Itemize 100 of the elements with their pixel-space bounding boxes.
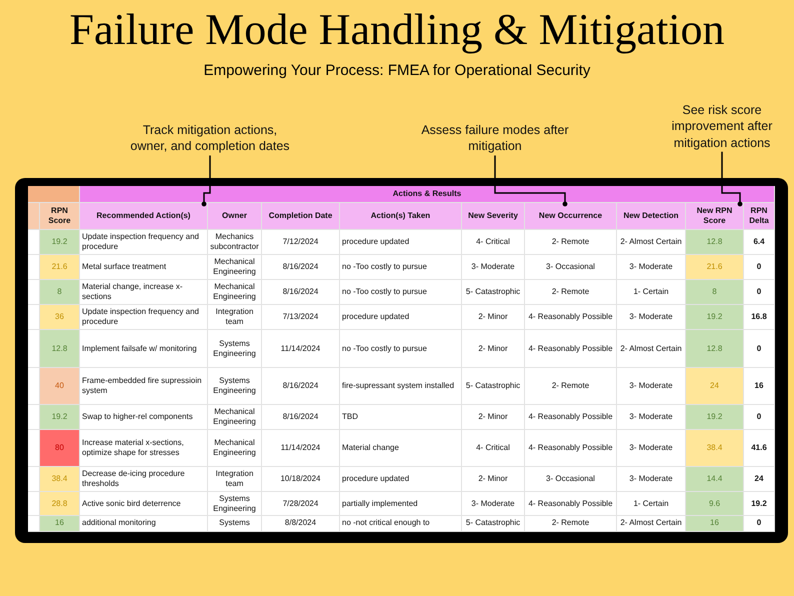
table-cell: additional monitoring: [80, 516, 208, 532]
column-header: Action(s) Taken: [340, 203, 462, 230]
subtitle: Empowering Your Process: FMEA for Operational Security: [202, 62, 592, 79]
leader-line: [721, 152, 742, 206]
table-cell: 4- Critical: [462, 430, 525, 467]
table-cell: 41.6: [744, 430, 775, 467]
score-cell: 24: [686, 368, 744, 405]
table-cell: 2- Remote: [525, 516, 617, 532]
table-cell: Mechanical Engineering: [208, 405, 262, 430]
table-cell: 8/16/2024: [262, 368, 340, 405]
callout-text: See risk score improvement after mitigation actions: [660, 102, 784, 151]
table-cell: 5- Catastrophic: [462, 368, 525, 405]
table-cell: 0: [744, 280, 775, 305]
table-cell: Systems Engineering: [208, 330, 262, 368]
table-cell: 11/14/2024: [262, 330, 340, 368]
table-cell: 8/16/2024: [262, 255, 340, 280]
score-cell: 40: [40, 368, 80, 405]
table-cell: Update inspection frequency and procedure: [80, 305, 208, 330]
table-cell: 24: [744, 467, 775, 492]
table-cell: 4- Critical: [462, 230, 525, 255]
table-cell: 2- Minor: [462, 330, 525, 368]
table-cell: no -not critical enough to: [340, 516, 462, 532]
table-cell: 5- Catastrophic: [462, 280, 525, 305]
score-cell: 8: [40, 280, 80, 305]
score-cell: 16: [40, 516, 80, 532]
table-cell: no -Too costly to pursue: [340, 255, 462, 280]
table-cell: Metal surface treatment: [80, 255, 208, 280]
score-cell: 8: [686, 280, 744, 305]
table-cell: 2- Remote: [525, 368, 617, 405]
table-cell: 0: [744, 330, 775, 368]
table-cell: 5- Catastrophic: [462, 516, 525, 532]
score-cell: 38.4: [40, 467, 80, 492]
table-cell: 3- Moderate: [462, 255, 525, 280]
score-cell: 38.4: [686, 430, 744, 467]
table-cell: 11/14/2024: [262, 430, 340, 467]
table-cell: 2- Minor: [462, 467, 525, 492]
table-cell: Systems: [208, 516, 262, 532]
score-cell: 36: [40, 305, 80, 330]
callout-text: Track mitigation actions, owner, and completion dates: [125, 122, 295, 154]
table-cell: 8/16/2024: [262, 405, 340, 430]
table-cell: 4- Reasonably Possible: [525, 305, 617, 330]
callout-text: Assess failure modes after mitigation: [420, 122, 570, 154]
table-cell: 0: [744, 516, 775, 532]
column-header: RPN Score: [40, 203, 80, 230]
table-cell: 2- Minor: [462, 405, 525, 430]
column-header: Recommended Action(s): [80, 203, 208, 230]
table-cell: 4- Reasonably Possible: [525, 405, 617, 430]
table-cell: Systems Engineering: [208, 368, 262, 405]
score-cell: 19.2: [686, 405, 744, 430]
table-cell: Integration team: [208, 467, 262, 492]
table-cell: 3- Occasional: [525, 467, 617, 492]
table-cell: Mechanics subcontractor: [208, 230, 262, 255]
table-cell: 2- Remote: [525, 280, 617, 305]
score-cell: 21.6: [40, 255, 80, 280]
score-cell: 14.4: [686, 467, 744, 492]
score-cell: 19.2: [40, 405, 80, 430]
table-cell: 2- Minor: [462, 305, 525, 330]
table-cell: Implement failsafe w/ monitoring: [80, 330, 208, 368]
table-cell: Mechanical Engineering: [208, 430, 262, 467]
score-cell: 12.8: [686, 230, 744, 255]
table-cell: Frame-embedded fire supressioin system: [80, 368, 208, 405]
table-cell: 4- Reasonably Possible: [525, 430, 617, 467]
score-cell: 9.6: [686, 492, 744, 516]
table-cell: Material change, increase x-sections: [80, 280, 208, 305]
table-cell: TBD: [340, 405, 462, 430]
table-cell: 16.8: [744, 305, 775, 330]
leader-line: [494, 156, 568, 206]
table-cell: Active sonic bird deterrence: [80, 492, 208, 516]
table-cell: Mechanical Engineering: [208, 280, 262, 305]
score-cell: 12.8: [40, 330, 80, 368]
title: Failure Mode Handling & Mitigation: [68, 4, 726, 55]
table-cell: no -Too costly to pursue: [340, 330, 462, 368]
column-header: New Detection: [617, 203, 686, 230]
column-header: New Occurrence: [525, 203, 617, 230]
table-cell: Systems Engineering: [208, 492, 262, 516]
table-cell: 16: [744, 368, 775, 405]
column-header: RPN Delta: [744, 203, 775, 230]
score-cell: 19.2: [40, 230, 80, 255]
column-header: Completion Date: [262, 203, 340, 230]
table-cell: 0: [744, 255, 775, 280]
score-cell: 21.6: [686, 255, 744, 280]
table-cell: 8/8/2024: [262, 516, 340, 532]
table-cell: 7/13/2024: [262, 305, 340, 330]
score-cell: 80: [40, 430, 80, 467]
table-cell: Increase material x-sections, optimize shape for stresses: [80, 430, 208, 467]
table-cell: 3- Moderate: [462, 492, 525, 516]
table-cell: Update inspection frequency and procedure: [80, 230, 208, 255]
table-cell: procedure updated: [340, 230, 462, 255]
table-cell: Mechanical Engineering: [208, 255, 262, 280]
table-cell: procedure updated: [340, 305, 462, 330]
table-cell: partially implemented: [340, 492, 462, 516]
table-cell: Material change: [340, 430, 462, 467]
column-header: New RPN Score: [686, 203, 744, 230]
table-cell: 10/18/2024: [262, 467, 340, 492]
table-cell: no -Too costly to pursue: [340, 280, 462, 305]
score-cell: 16: [686, 516, 744, 532]
table-cell: 19.2: [744, 492, 775, 516]
table-cell: 4- Reasonably Possible: [525, 330, 617, 368]
column-header: New Severity: [462, 203, 525, 230]
table-cell: 6.4: [744, 230, 775, 255]
